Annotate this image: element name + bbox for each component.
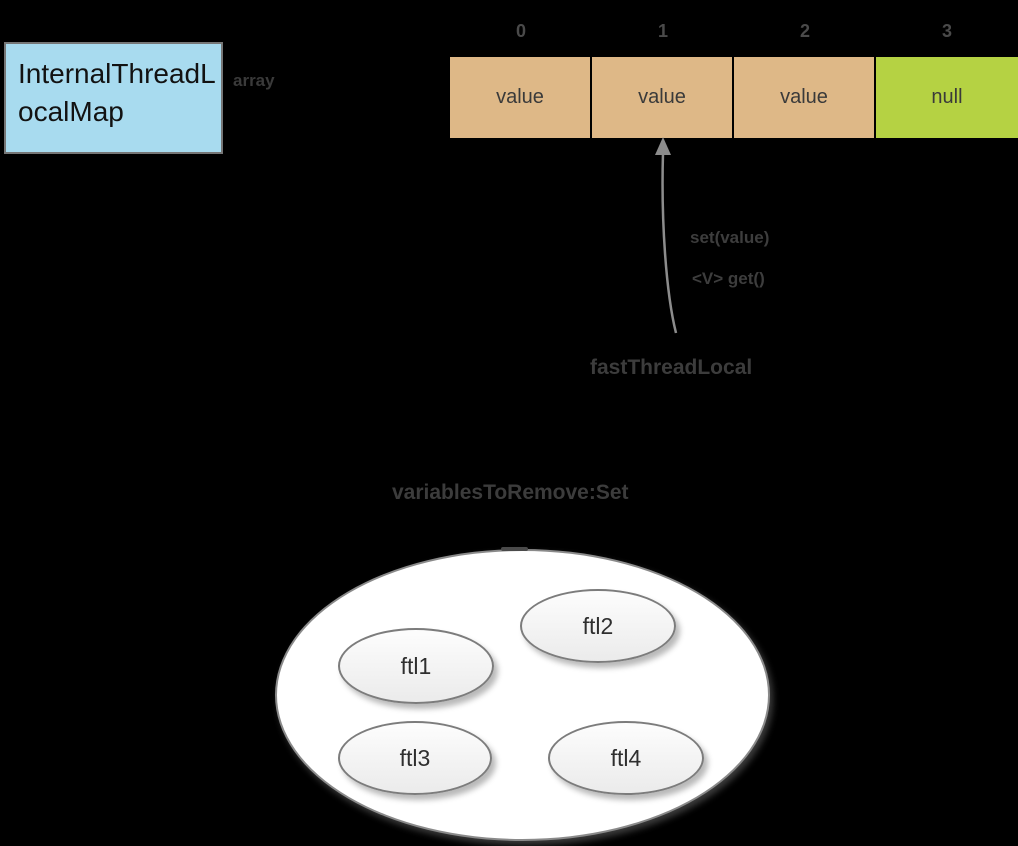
ftl1-ellipse: ftl1 [338,628,494,704]
array-index-row: 0 1 2 3 [450,21,1018,42]
arrowhead-icon [655,137,671,155]
ftl3-ellipse: ftl3 [338,721,492,795]
map-box-label-line1: InternalThreadL [18,58,216,89]
ftl4-label: ftl4 [610,744,642,771]
variables-to-remove-set-ellipse [275,549,770,841]
fast-thread-local-label: fastThreadLocal [590,356,753,379]
array-index-0: 0 [515,21,526,41]
array-cell-2-value: value [780,86,828,108]
array-cells: value value value null [450,57,1018,138]
arrow-to-cell-1 [655,137,678,334]
array-cell-3: null [876,57,1018,138]
ftl2-label: ftl2 [582,612,614,639]
array-cell-1: value [592,57,732,138]
ftl4-ellipse: ftl4 [548,721,704,795]
array-cell-1-value: value [638,86,686,108]
ftl3-label: ftl3 [399,744,431,771]
array-cell-2: value [734,57,874,138]
array-cell-0-value: value [496,86,544,108]
variables-to-remove-title: variablesToRemove:Set [392,481,629,504]
internal-thread-local-map-box: InternalThreadL ocalMap [4,42,223,154]
array-cell-0: value [450,57,590,138]
array-cell-3-value: null [931,86,963,108]
array-index-2: 2 [799,21,810,41]
set-method-label: set(value) [690,228,770,247]
ftl2-ellipse: ftl2 [520,589,676,663]
array-index-1: 1 [657,21,668,41]
array-index-3: 3 [941,21,952,41]
map-box-label-line2: ocalMap [18,96,124,127]
get-method-label: <V> get() [692,269,765,288]
array-label: array [233,71,275,90]
ellipse-top-anchor [501,547,528,551]
ftl1-label: ftl1 [400,652,432,679]
